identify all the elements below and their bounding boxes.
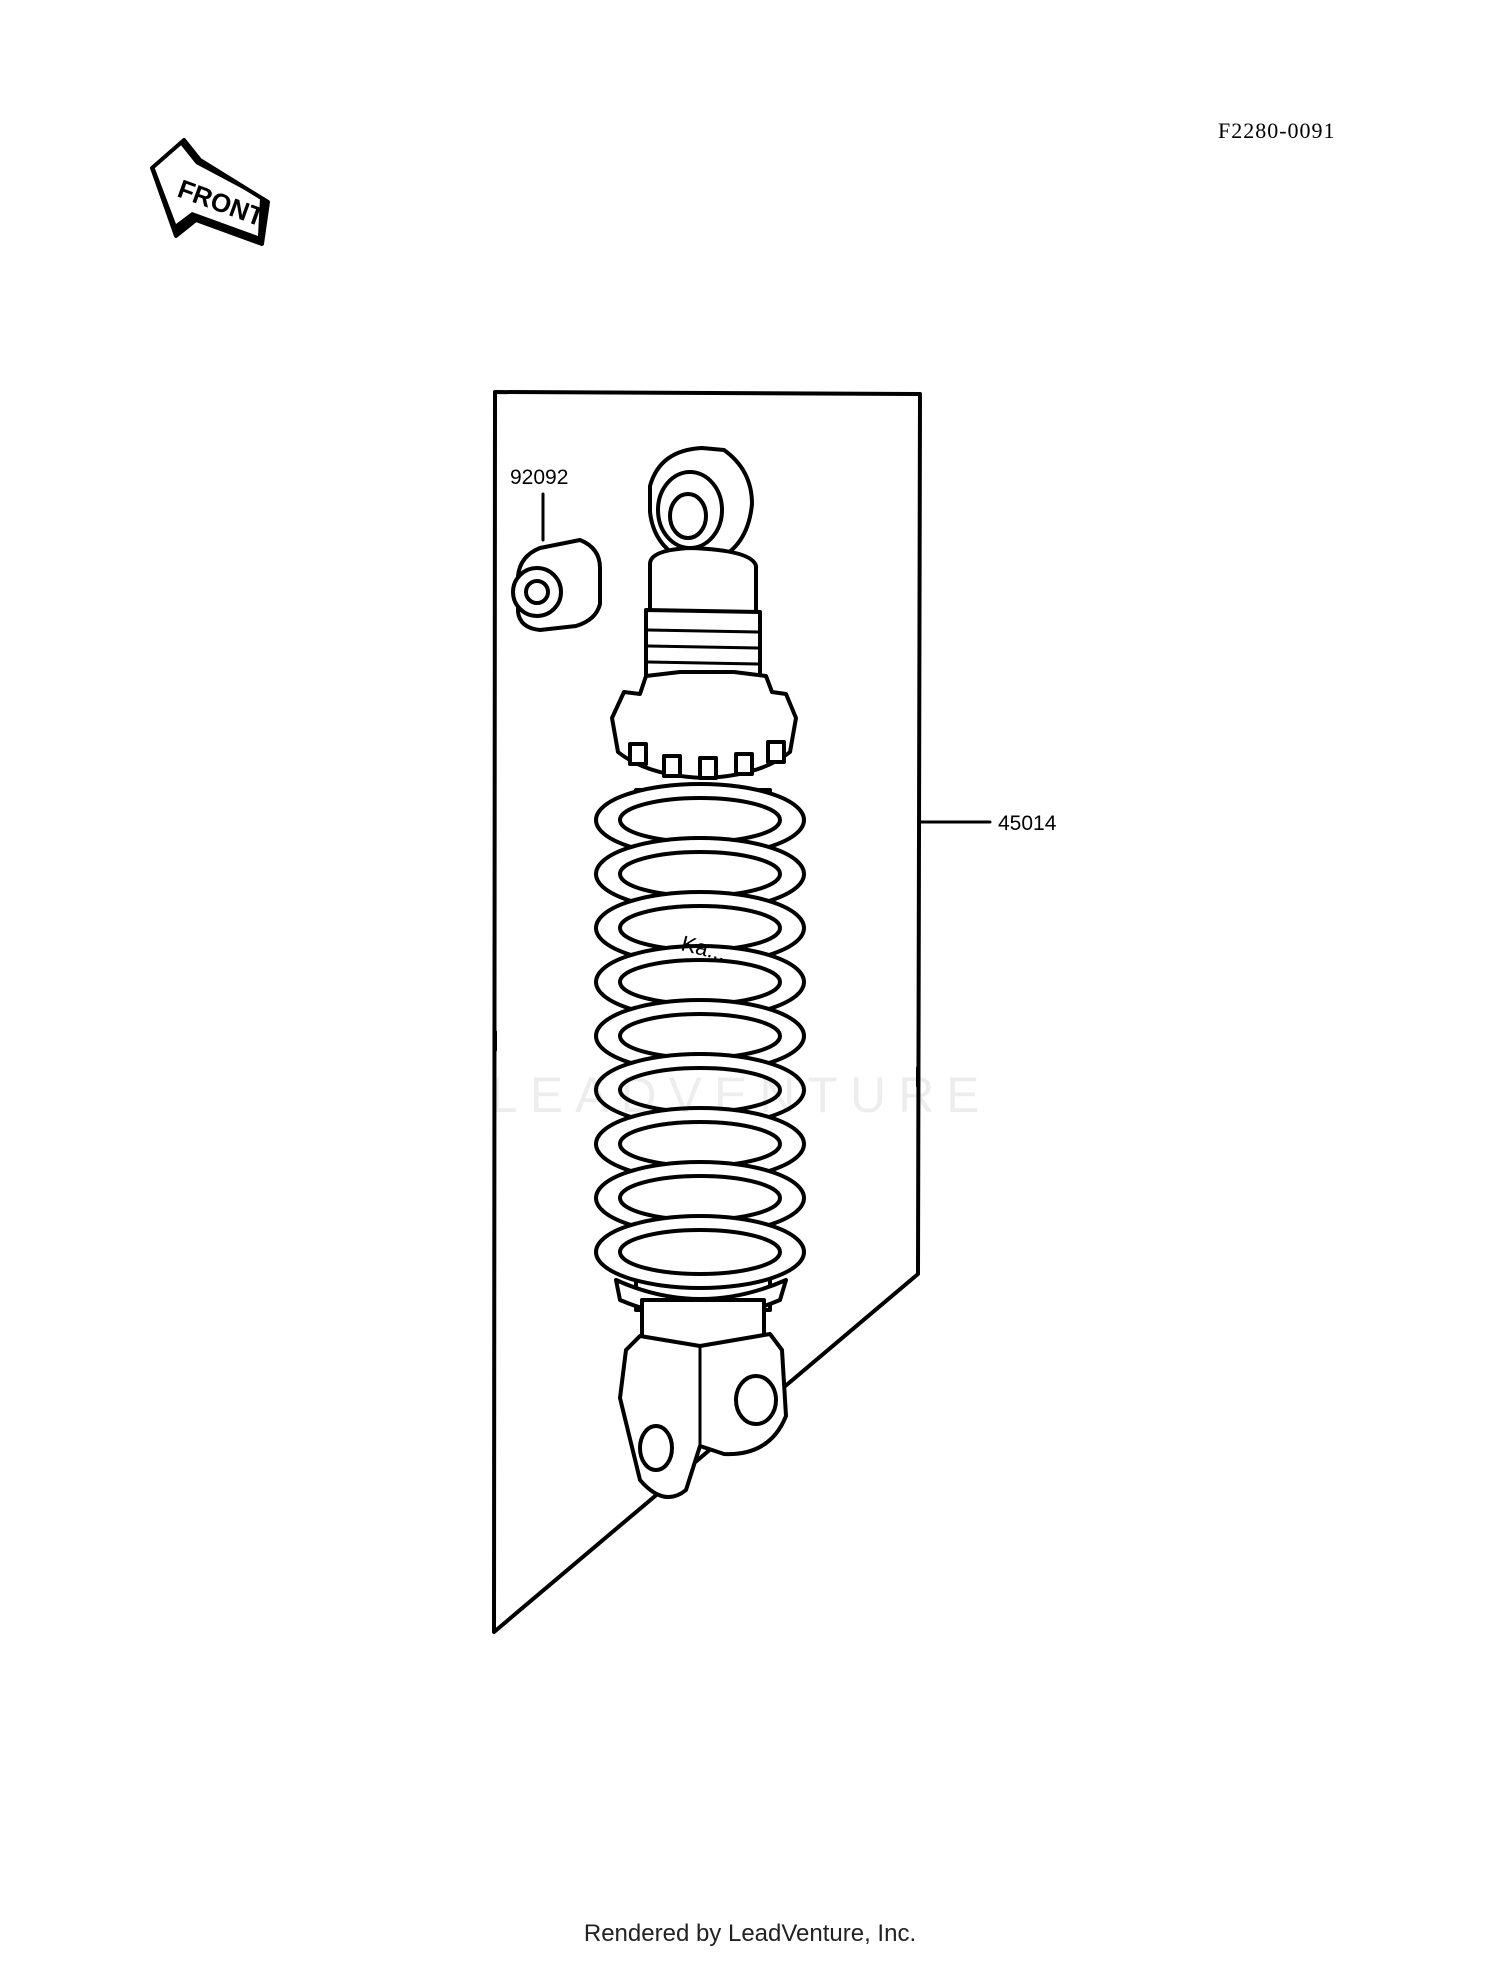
shock-absorber-icon: Ka... <box>594 446 806 1500</box>
castle-notches <box>628 740 786 780</box>
footer-credit: Rendered by LeadVenture, Inc. <box>583 1920 917 1947</box>
part-number-45014: 45014 <box>998 812 1057 835</box>
diagram-id: F2280-0091 <box>1218 118 1336 143</box>
assembly-frame <box>492 390 922 1634</box>
bushing-icon <box>511 538 602 632</box>
spring-coils <box>594 782 806 1290</box>
watermark-text: LEADVENTURE <box>490 1067 992 1123</box>
front-arrow-icon: FRONT <box>150 138 270 246</box>
part-number-92092: 92092 <box>510 466 569 489</box>
